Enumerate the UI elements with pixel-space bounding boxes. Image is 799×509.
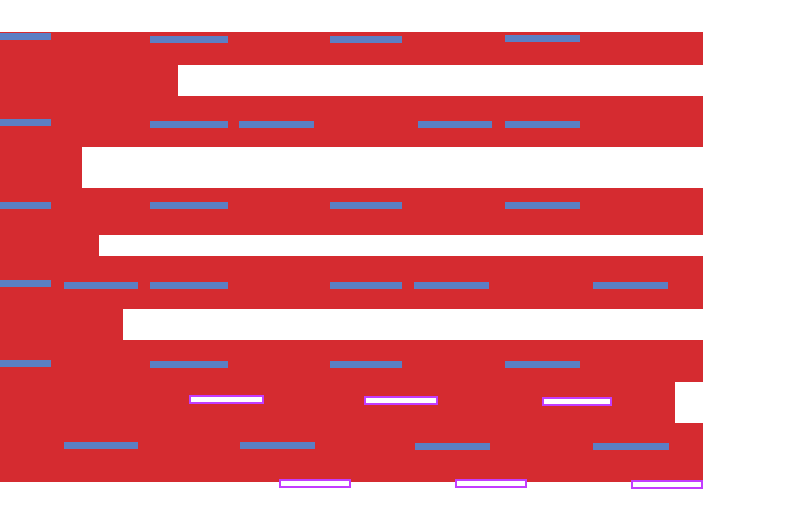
text-bar-r4-c3[interactable] xyxy=(150,282,228,289)
text-bar-r2-c2[interactable] xyxy=(150,121,228,128)
text-bar-r2-c1[interactable] xyxy=(0,119,51,126)
text-bar-r4-c6[interactable] xyxy=(593,282,668,289)
text-bar-r5-c1[interactable] xyxy=(0,360,51,367)
text-bar-r2-c4[interactable] xyxy=(418,121,492,128)
text-bar-r1-c1[interactable] xyxy=(0,33,51,40)
text-bar-r5-c4[interactable] xyxy=(505,361,580,368)
field-bar-r5-c1[interactable] xyxy=(189,395,264,404)
text-bar-r3-c3[interactable] xyxy=(330,202,402,209)
text-bar-r4-c4[interactable] xyxy=(330,282,402,289)
text-bar-r2-c3[interactable] xyxy=(239,121,314,128)
region-row-5 xyxy=(0,188,703,235)
field-bar-r5-c3[interactable] xyxy=(542,397,612,406)
region-row-12 xyxy=(0,465,70,482)
text-bar-r1-c3[interactable] xyxy=(330,36,402,43)
text-bar-r4-c1[interactable] xyxy=(0,280,51,287)
field-bar-r5-c2[interactable] xyxy=(364,396,438,405)
text-bar-r6-c3[interactable] xyxy=(415,443,490,450)
region-row-4 xyxy=(0,147,82,188)
text-bar-r4-c2[interactable] xyxy=(64,282,138,289)
region-row-6 xyxy=(0,235,99,256)
region-row-8 xyxy=(0,309,123,340)
text-bar-r3-c4[interactable] xyxy=(505,202,580,209)
text-bar-r6-c1[interactable] xyxy=(64,442,138,449)
text-bar-r3-c1[interactable] xyxy=(0,202,51,209)
text-bar-r6-c2[interactable] xyxy=(240,442,315,449)
region-row-2 xyxy=(0,65,178,96)
text-bar-r2-c5[interactable] xyxy=(505,121,580,128)
text-bar-r3-c2[interactable] xyxy=(150,202,228,209)
field-bar-r7-c3[interactable] xyxy=(631,480,703,489)
text-bar-r5-c2[interactable] xyxy=(150,361,228,368)
field-bar-r7-c2[interactable] xyxy=(455,479,527,488)
text-bar-r1-c2[interactable] xyxy=(150,36,228,43)
region-row-13 xyxy=(240,465,703,482)
field-bar-r7-c1[interactable] xyxy=(279,479,351,488)
text-bar-r6-c4[interactable] xyxy=(593,443,669,450)
text-bar-r5-c3[interactable] xyxy=(330,361,402,368)
text-bar-r4-c5[interactable] xyxy=(414,282,489,289)
text-bar-r1-c4[interactable] xyxy=(505,35,580,42)
region-row-3 xyxy=(0,96,703,147)
